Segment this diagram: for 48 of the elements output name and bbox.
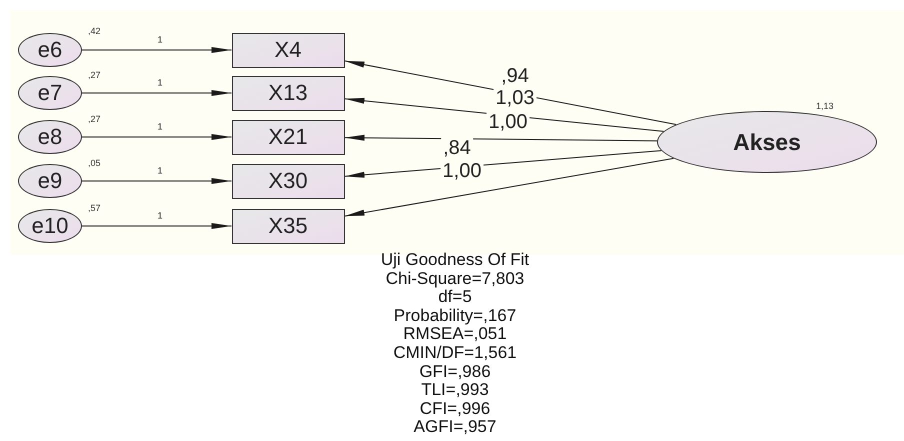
variable-name: e9 xyxy=(38,170,62,192)
arrow xyxy=(82,134,232,140)
fit-statistic: GFI=,986 xyxy=(419,362,491,382)
arrow xyxy=(82,90,232,96)
observed-variable-box xyxy=(232,208,344,244)
edge-label: 1 xyxy=(156,122,164,132)
variable-name: X13 xyxy=(268,82,308,104)
fit-statistic: Chi-Square=7,803 xyxy=(386,270,524,288)
variance-estimate: ,27 xyxy=(88,115,101,124)
variable-name: X30 xyxy=(268,170,308,192)
variance-estimate: ,05 xyxy=(88,159,101,168)
variable-name: X4 xyxy=(274,39,302,61)
edge-label: 1 xyxy=(156,36,164,44)
arrow xyxy=(82,47,232,53)
edge-label: 1,00 xyxy=(486,112,530,132)
variance-estimate: ,57 xyxy=(88,204,101,213)
fit-statistic: CFI=,996 xyxy=(420,400,490,418)
variable-name: Akses xyxy=(733,128,801,157)
fit-statistic: Uji Goodness Of Fit xyxy=(380,251,530,270)
edge-label: 1 xyxy=(156,212,164,220)
fit-statistic: df=5 xyxy=(438,288,472,307)
variable-name: e7 xyxy=(38,82,62,104)
arrow xyxy=(344,134,658,142)
variable-name: e8 xyxy=(38,126,62,148)
observed-variable-box xyxy=(232,32,344,68)
edge-label: 1,03 xyxy=(494,88,536,108)
variable-name: X21 xyxy=(268,126,308,148)
arrow xyxy=(82,223,232,229)
fit-statistic: Probability=,167 xyxy=(394,306,516,326)
variable-name: e10 xyxy=(32,215,68,237)
arrow xyxy=(344,158,674,217)
fit-statistic: RMSEA=,051 xyxy=(403,325,507,344)
variable-name: X35 xyxy=(268,215,308,237)
fit-statistic: AGFI=,957 xyxy=(414,418,496,437)
variance-estimate: ,42 xyxy=(88,27,101,36)
fit-statistic: CMIN/DF=1,561 xyxy=(393,344,517,363)
variance-estimate: 1,13 xyxy=(816,102,834,111)
edge-label: 1,00 xyxy=(440,161,484,181)
edge-label: ,84 xyxy=(441,138,473,158)
variable-name: e6 xyxy=(38,39,62,61)
fit-statistic: TLI=,993 xyxy=(421,381,489,400)
observed-variable-box xyxy=(232,120,344,154)
edge-label: 1 xyxy=(156,78,164,88)
arrow xyxy=(82,178,232,184)
observed-variable-box xyxy=(232,76,344,110)
observed-variable-box xyxy=(232,164,344,198)
variance-estimate: ,27 xyxy=(88,71,101,80)
edge-label: 1 xyxy=(156,166,164,176)
